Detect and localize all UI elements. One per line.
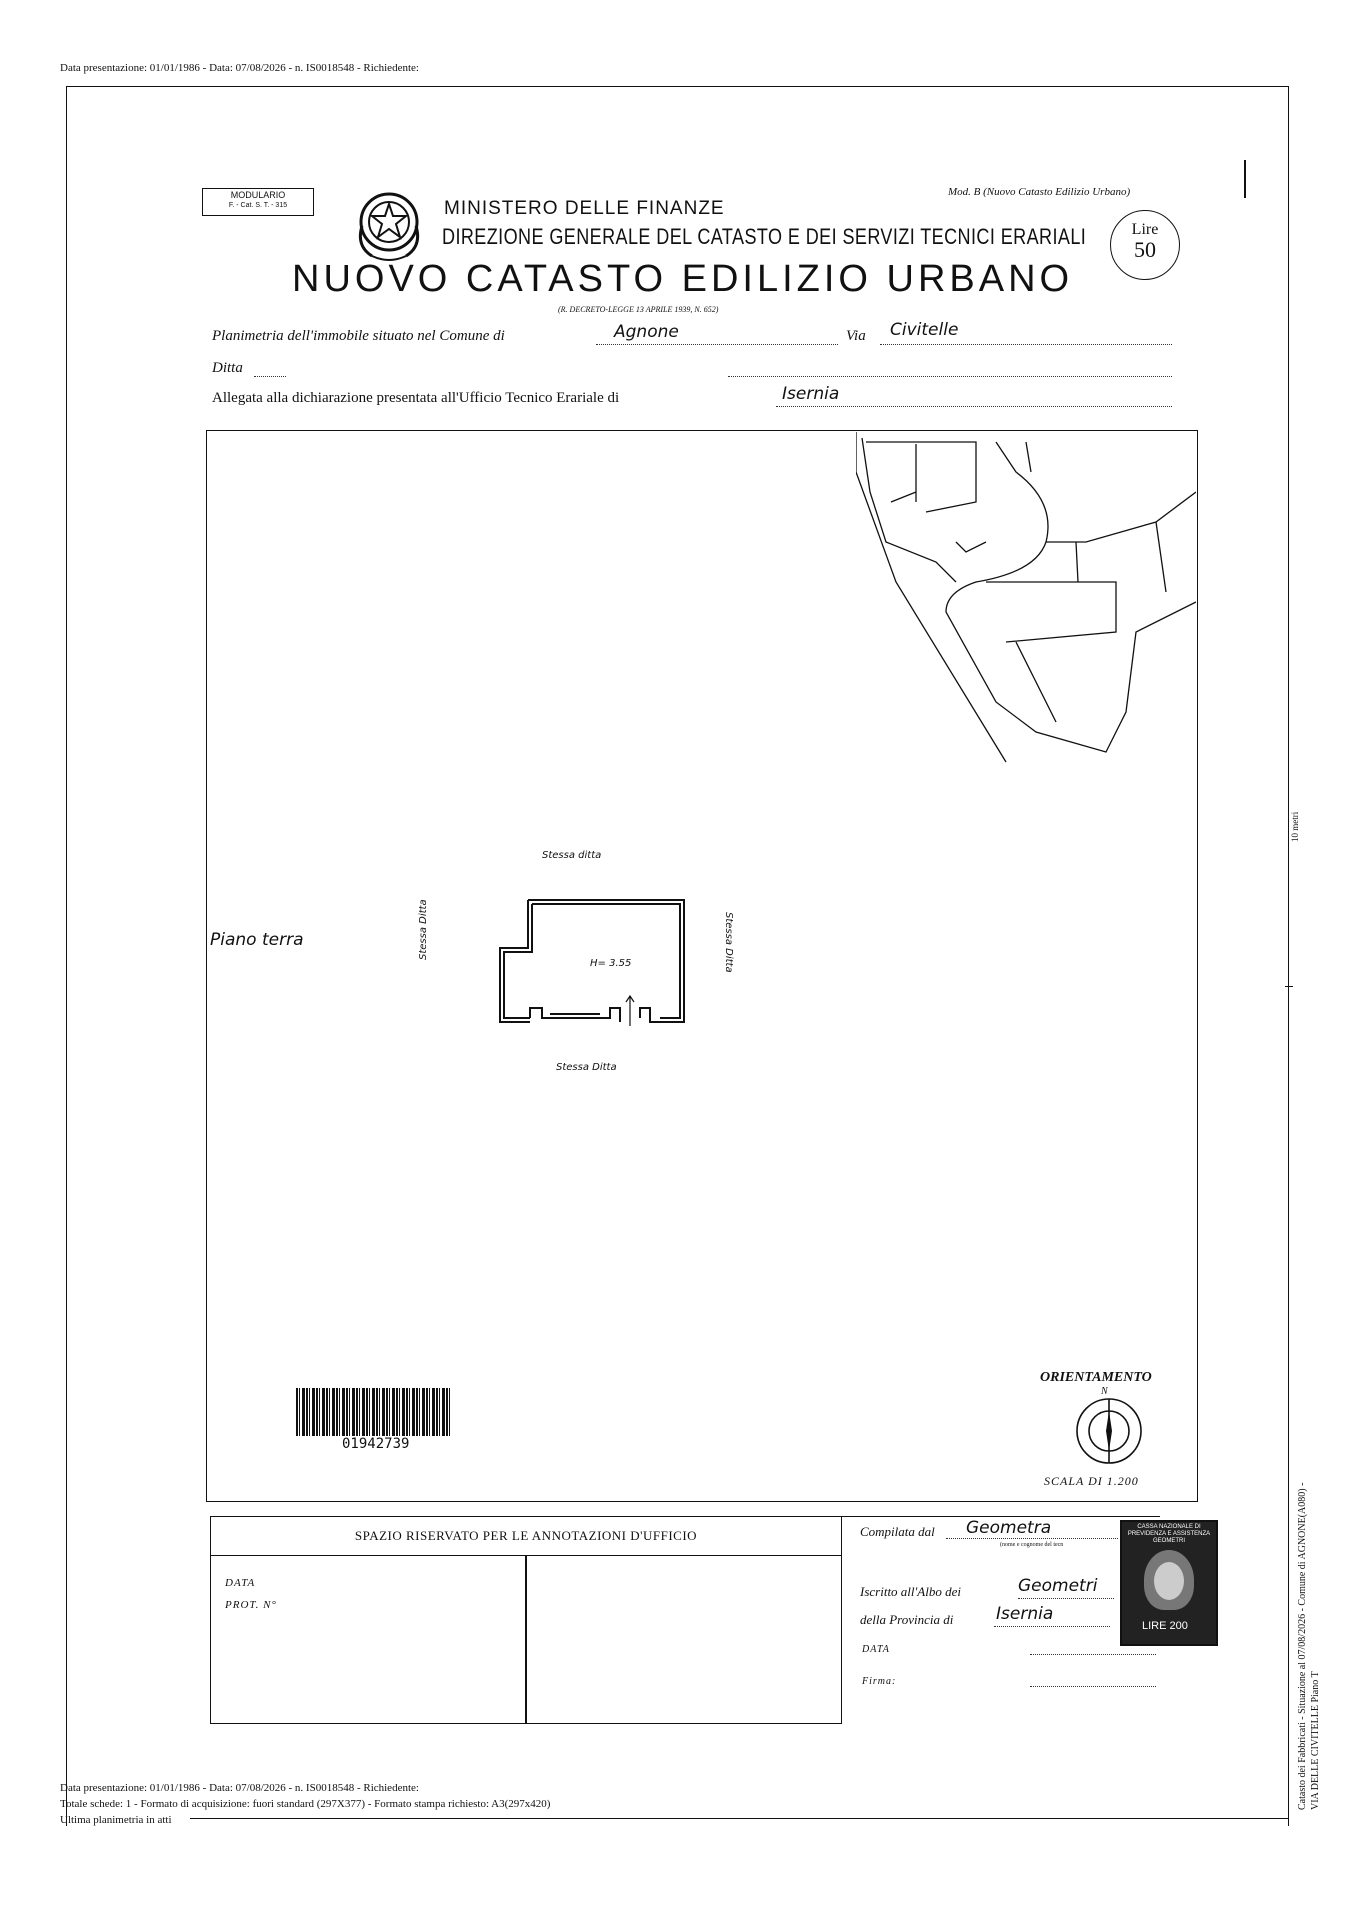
mod-b-label: Mod. B (Nuovo Catasto Edilizio Urbano) <box>948 186 1131 198</box>
floor-plan <box>499 899 685 1026</box>
room-height: H= 3.55 <box>590 958 632 969</box>
ufficio-value: Isernia <box>782 384 840 404</box>
stamp-value: LIRE 200 <box>1140 1620 1190 1632</box>
republic-emblem-icon <box>358 192 420 261</box>
orientamento-label: ORIENTAMENTO <box>1040 1370 1152 1385</box>
lire-stamp: Lire 50 <box>1110 210 1180 280</box>
iscritto-value: Geometri <box>1018 1576 1098 1596</box>
stessa-ditta-right: Stessa Ditta <box>723 912 734 973</box>
side-text-line1: Catasto dei Fabbricati - Situazione al 0… <box>1297 1482 1308 1810</box>
compass-icon <box>1076 1398 1142 1464</box>
lire-label: Lire <box>1131 221 1159 238</box>
footer-line3: Ultima planimetria in atti <box>60 1814 172 1826</box>
revenue-stamp: CASSA NAZIONALE DI PREVIDENZA E ASSISTEN… <box>1120 1520 1218 1646</box>
ufficio-title: SPAZIO RISERVATO PER LE ANNOTAZIONI D'UF… <box>211 1517 841 1556</box>
header-line: Data presentazione: 01/01/1986 - Data: 0… <box>60 62 419 74</box>
provincia-value: Isernia <box>996 1604 1054 1624</box>
direzione: DIREZIONE GENERALE DEL CATASTO E DEI SER… <box>442 224 1087 249</box>
side-mark: 10 metri <box>1290 811 1300 842</box>
data-label: DATA <box>862 1644 890 1655</box>
stamp-line1: CASSA NAZIONALE DI <box>1137 1524 1201 1530</box>
north-label: N <box>1101 1386 1108 1397</box>
modulario-title: MODULARIO <box>230 190 286 200</box>
comune-value: Agnone <box>614 322 679 342</box>
compilata-value: Geometra <box>966 1518 1052 1538</box>
barcode-number: 01942739 <box>342 1436 410 1452</box>
footer-line1: Data presentazione: 01/01/1986 - Data: 0… <box>60 1782 419 1794</box>
planimetria-label: Planimetria dell'immobile situato nel Co… <box>212 328 505 344</box>
footer-line2: Totale schede: 1 - Formato di acquisizio… <box>60 1798 551 1810</box>
ufficio-data: DATA <box>225 1577 256 1589</box>
compilata-label: Compilata dal <box>860 1524 935 1539</box>
via-label: Via <box>846 328 866 344</box>
scala-label: SCALA DI 1.200 <box>1044 1474 1139 1488</box>
iscritto-label: Iscritto all'Albo dei <box>860 1584 961 1599</box>
ditta-label: Ditta <box>212 360 243 376</box>
modulario-code: F. - Cat. S. T. - 315 <box>228 202 288 209</box>
compilata-hint: (nome e cognome del tecn <box>1000 1542 1064 1548</box>
piano-label: Piano terra <box>210 930 304 950</box>
stamp-line2: PREVIDENZA E ASSISTENZA <box>1127 1531 1211 1537</box>
via-value: Civitelle <box>890 320 959 340</box>
barcode <box>296 1388 450 1436</box>
stessa-ditta-left: Stessa Ditta <box>418 899 429 960</box>
ministero: MINISTERO DELLE FINANZE <box>444 198 725 219</box>
side-text-line2: VIA DELLE CIVITELLE Piano T <box>1310 1671 1321 1810</box>
lire-value: 50 <box>1134 237 1156 262</box>
plan-frame <box>206 430 1198 1502</box>
stamp-line3: GEOMETRI <box>1152 1538 1185 1544</box>
provincia-label: della Provincia di <box>860 1612 954 1627</box>
site-context-map <box>856 432 1196 763</box>
stessa-ditta-bottom: Stessa Ditta <box>556 1062 617 1073</box>
modulario-box: MODULARIO F. - Cat. S. T. - 315 <box>202 188 314 216</box>
allegata-label: Allegata alla dichiarazione presentata a… <box>212 390 620 406</box>
side-text: Catasto dei Fabbricati - Situazione al 0… <box>1296 1390 1322 1810</box>
firma-label: Firma: <box>862 1676 897 1687</box>
ufficio-prot: PROT. N° <box>225 1599 277 1611</box>
decreto: (R. DECRETO-LEGGE 13 APRILE 1939, N. 652… <box>558 305 719 314</box>
page-title: NUOVO CATASTO EDILIZIO URBANO <box>292 258 1074 300</box>
stessa-ditta-top: Stessa ditta <box>542 850 602 861</box>
ufficio-box: SPAZIO RISERVATO PER LE ANNOTAZIONI D'UF… <box>210 1516 842 1724</box>
